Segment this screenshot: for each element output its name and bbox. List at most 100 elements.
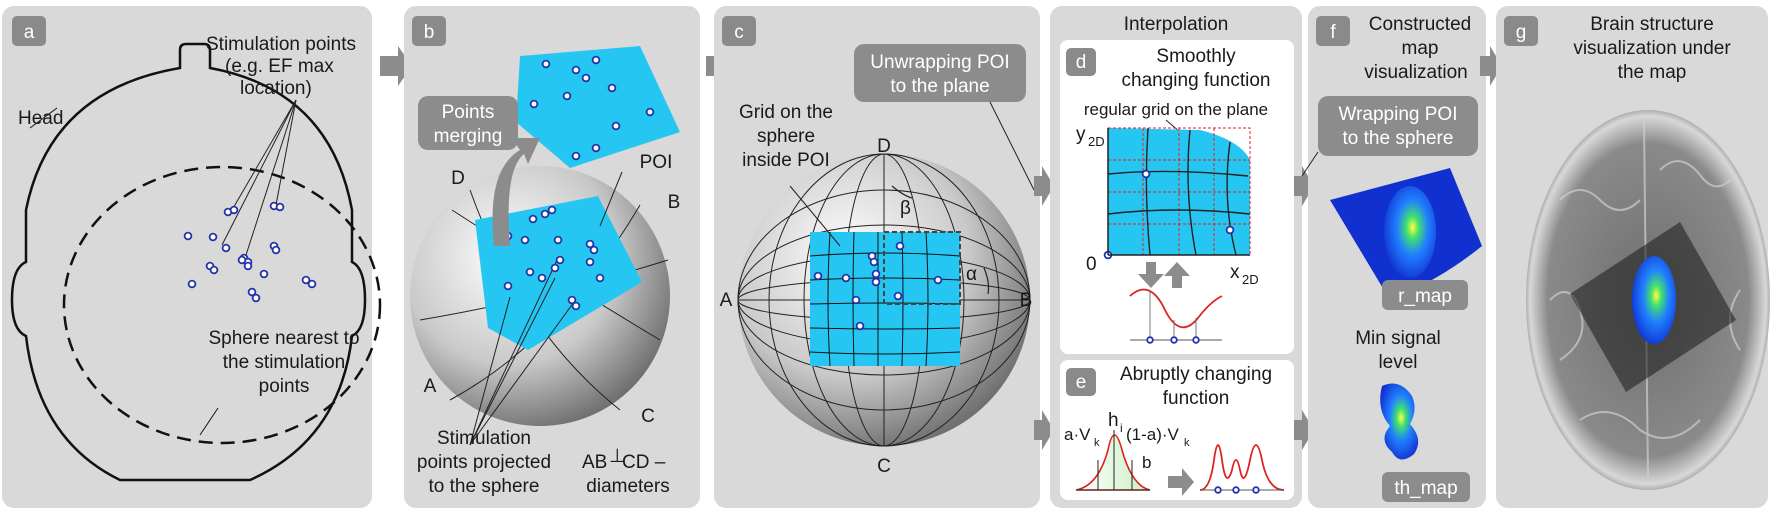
point-d-label-b: D [451, 168, 465, 189]
panel-f-tag-label: f [1330, 22, 1336, 43]
panel-b: b [404, 6, 700, 508]
merge-arrow [492, 138, 540, 246]
unwrap-box [854, 44, 1026, 102]
d-zero-label: 0 [1086, 254, 1097, 275]
wrap-label-1: Wrapping POI [1339, 104, 1458, 125]
r-map-label: r_map [1398, 286, 1452, 307]
e-bv-label: (1-a)·V [1126, 425, 1180, 444]
point-c-label-c: C [877, 456, 891, 477]
panel-f: f Constructed map visualization Wrapping… [1301, 6, 1486, 508]
r-map-blob [1384, 186, 1436, 278]
unwrap-label-2: to the plane [890, 76, 989, 97]
e-right-arrow [1168, 468, 1194, 496]
head-outline [10, 42, 367, 482]
d-smooth-curve [1129, 288, 1223, 329]
panel-c: c [714, 6, 1040, 508]
d-title-2: changing function [1122, 70, 1271, 91]
panel-a: a Head Stimulation points (e.g. EF max l… [2, 6, 382, 508]
arrow-c-d [1034, 166, 1054, 206]
panel-c-tag [722, 16, 756, 46]
wrap-pointer [1301, 151, 1319, 177]
r-map-box [1382, 280, 1468, 310]
th-map-blob [1380, 383, 1419, 460]
g-title-2: visualization under [1573, 38, 1731, 59]
sphere-label-3: points [259, 376, 310, 397]
diam-label-2: diameters [586, 476, 669, 497]
merged-patch [516, 46, 680, 168]
grid-label-1: Grid on the [739, 102, 833, 123]
min-label-2: level [1378, 352, 1417, 373]
point-b-label-c: B [1020, 290, 1033, 311]
d-down-arrow [1138, 262, 1164, 288]
stim-pointers [221, 99, 297, 256]
grid-label-2: sphere [757, 126, 815, 147]
panel-d-tag [1066, 48, 1096, 76]
panel-e-tag [1066, 368, 1096, 396]
proj-label-2: points projected [417, 452, 551, 473]
d-x-sub: 2D [1242, 272, 1259, 287]
panel-g-tag [1504, 16, 1538, 46]
unwrap-label-1: Unwrapping POI [870, 52, 1009, 73]
stim-label-2: (e.g. EF max [225, 56, 334, 77]
e-h-label: h [1108, 410, 1119, 431]
panel-c-tag-label: c [734, 22, 744, 43]
merged-points [529, 55, 655, 161]
d-x-label: x [1230, 262, 1240, 283]
panel-b-tag-label: b [424, 22, 435, 43]
panel-g-tag-label: g [1516, 22, 1527, 43]
head-label: Head [18, 108, 63, 129]
d-grid-label: regular grid on the plane [1084, 100, 1268, 119]
interp-title: Interpolation [1124, 14, 1229, 35]
panel-e-tag-label: e [1076, 372, 1087, 393]
point-a-label-c: A [720, 290, 733, 311]
nearest-sphere [62, 165, 382, 445]
wrap-label-2: to the sphere [1343, 128, 1454, 149]
d-y-sub: 2D [1088, 134, 1105, 149]
sphere-label-2: the stimulation [223, 352, 346, 373]
d-point-2 [1225, 225, 1235, 235]
diam-label-ab: AB [582, 452, 607, 473]
panel-interpolation: Interpolation d Smoothly changing functi… [1050, 6, 1302, 508]
panel-a-tag [12, 16, 46, 46]
alpha-arc [983, 267, 990, 295]
d-warped-grid [1107, 127, 1251, 256]
g-title-3: the map [1618, 62, 1687, 83]
poi-label: POI [640, 152, 673, 173]
d-title-1: Smoothly [1156, 46, 1236, 67]
panel-a-tag-label: a [24, 22, 35, 43]
proj-label-3: to the sphere [429, 476, 540, 497]
f-title-1: Constructed [1369, 14, 1471, 35]
merge-label-2: merging [434, 126, 503, 147]
point-a-label-b: A [424, 376, 437, 397]
grid-poi-points [813, 241, 943, 331]
projection-pointers [469, 257, 575, 446]
min-label-1: Min signal [1355, 328, 1441, 349]
sphere-pointer [199, 407, 219, 436]
g-title-1: Brain structure [1590, 14, 1714, 35]
poi-patch [475, 196, 642, 350]
arrow-c-e [1034, 410, 1054, 450]
stim-label-3: location) [240, 78, 312, 99]
grid-cell-highlight [883, 231, 961, 305]
stim-points-head [183, 201, 317, 303]
e-title-1: Abruptly changing [1120, 364, 1272, 385]
overlay-map-blob [1632, 256, 1676, 344]
diam-label-cd: CD – [622, 452, 666, 473]
panel-b-tag [412, 16, 446, 46]
th-map-label: th_map [1394, 478, 1457, 499]
wrap-box [1318, 96, 1478, 156]
diam-label-perp: ⊥ [609, 446, 626, 467]
e-curve-samples [1214, 486, 1260, 494]
e-b-label: b [1142, 453, 1151, 472]
e-abrupt-curve [1199, 444, 1285, 491]
panel-d-tag-label: d [1076, 52, 1087, 73]
poi-pointer [599, 171, 623, 227]
beta-label: β [900, 198, 911, 219]
e-bv-sub: k [1184, 437, 1190, 449]
panel-f-tag [1316, 16, 1350, 46]
e-av-sub: k [1094, 437, 1100, 449]
grid-label-3: inside POI [742, 150, 830, 171]
point-c-label-b: C [641, 406, 655, 427]
